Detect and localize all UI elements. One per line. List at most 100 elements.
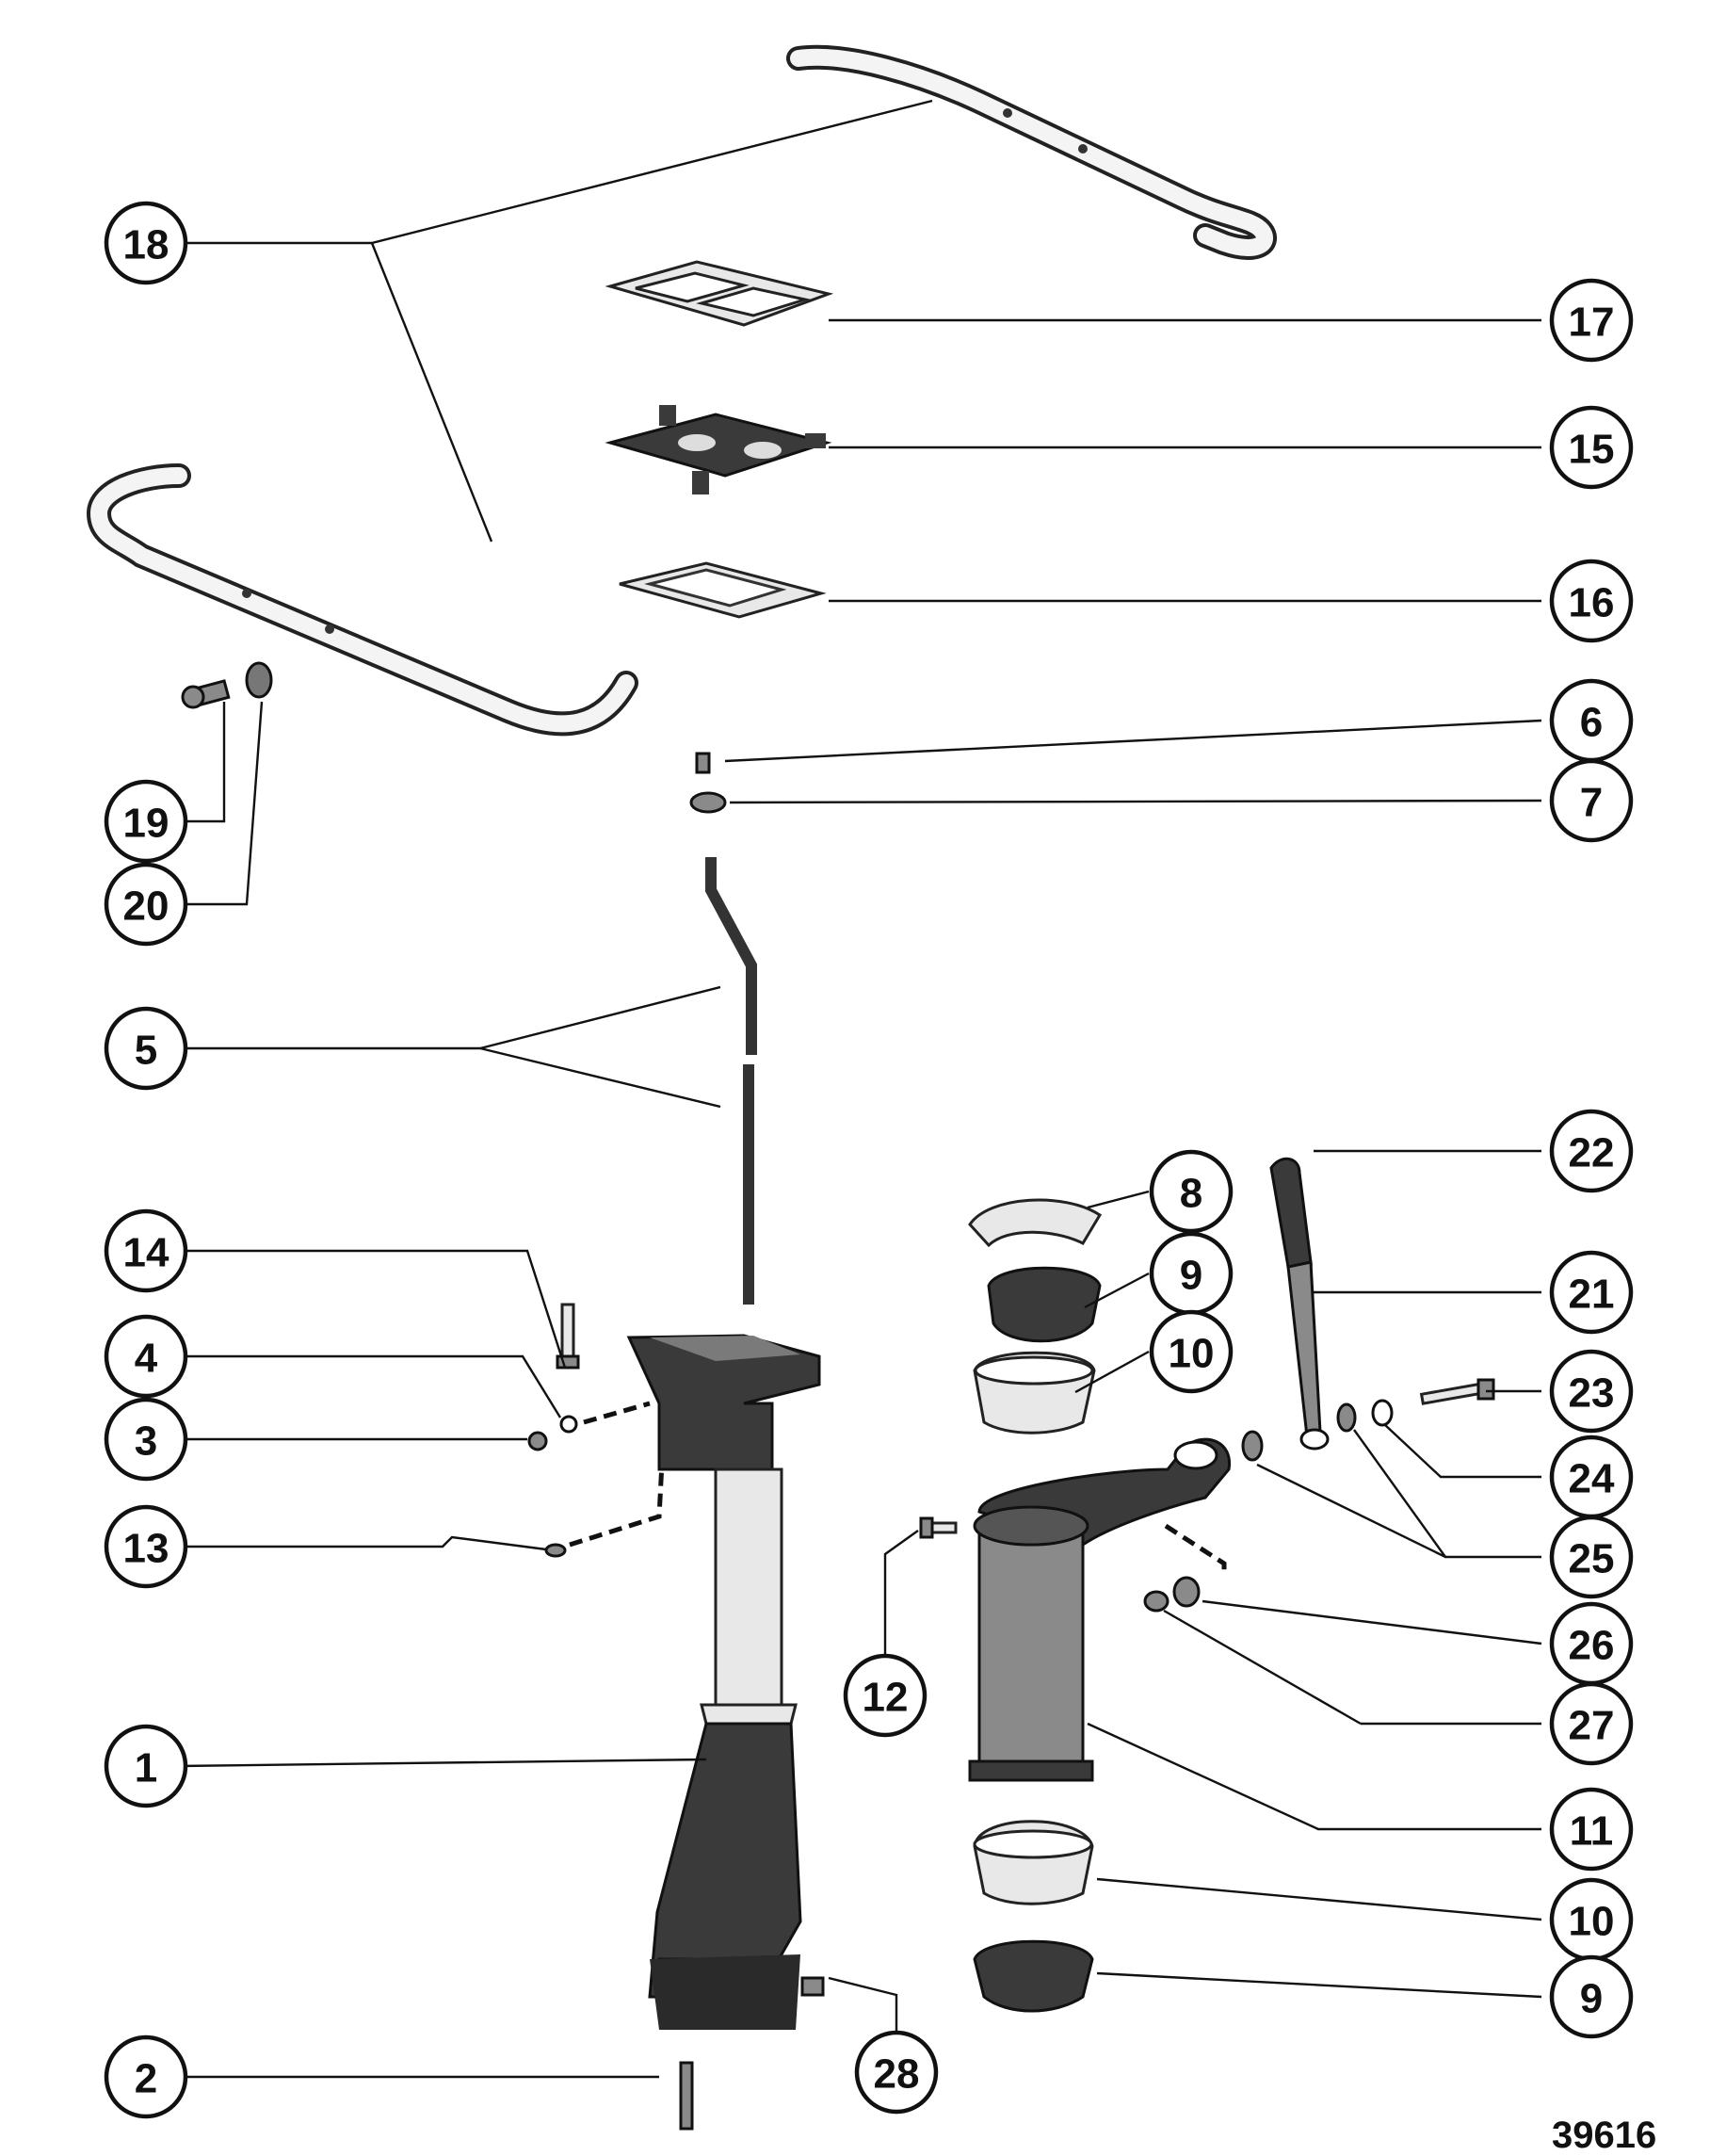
- callout-circle: [1549, 559, 1634, 643]
- callout-number: 4: [135, 1336, 158, 1382]
- callout-c21: 21: [1549, 1250, 1634, 1335]
- callout-c20: 20: [104, 862, 188, 947]
- screw-12: [919, 1516, 958, 1539]
- callout-number: 18: [123, 222, 169, 268]
- swivel-bracket-11: [968, 1437, 1231, 1782]
- callout-c4: 4: [104, 1314, 188, 1399]
- handle-bar-lower: [86, 463, 638, 737]
- pin-13: [544, 1543, 567, 1558]
- callout-circle: [1149, 1149, 1234, 1234]
- screw-19: [181, 679, 231, 709]
- callout-c28: 28: [854, 2030, 939, 2115]
- callout-c5: 5: [104, 1006, 188, 1091]
- callout-number: 7: [1580, 780, 1603, 826]
- callout-number: 10: [1569, 1899, 1615, 1945]
- callout-circle: [1549, 1250, 1634, 1335]
- callout-number: 9: [1580, 1976, 1603, 2022]
- callout-circle: [104, 201, 188, 285]
- callout-number: 3: [135, 1418, 157, 1465]
- callout-number: 11: [1570, 1808, 1614, 1855]
- bushing-9-top: [987, 1266, 1102, 1343]
- callout-c9a: 9: [1149, 1231, 1234, 1316]
- callout-circle: [104, 1504, 188, 1589]
- clamp-8: [968, 1198, 1103, 1248]
- callout-number: 20: [123, 883, 169, 930]
- washer-26: [1172, 1576, 1201, 1608]
- callout-number: 22: [1569, 1130, 1615, 1176]
- callout-circle: [104, 1314, 188, 1399]
- leader-lines: [176, 99, 1542, 2079]
- callout-c25: 25: [1549, 1515, 1634, 1599]
- callout-number: 19: [123, 801, 169, 847]
- callout-number: 28: [874, 2051, 920, 2098]
- callout-number: 2: [135, 2056, 157, 2102]
- nut-3: [527, 1431, 548, 1451]
- callout-c15: 15: [1549, 405, 1634, 490]
- callout-number: 21: [1569, 1272, 1615, 1318]
- callout-number: 6: [1580, 700, 1603, 746]
- callout-circle: [1549, 1681, 1634, 1766]
- callout-circle: [104, 1006, 188, 1091]
- callout-circle: [104, 779, 188, 864]
- callout-c14: 14: [104, 1208, 188, 1293]
- callout-circle: [104, 1208, 188, 1293]
- gasket-17: [605, 260, 834, 327]
- callout-circle: [1549, 1109, 1634, 1193]
- tiller-arm-21: [1286, 1260, 1330, 1451]
- callout-c11: 11: [1549, 1787, 1634, 1872]
- callout-c22: 22: [1549, 1109, 1634, 1193]
- pin-6: [695, 752, 711, 774]
- callout-c8: 8: [1149, 1149, 1234, 1234]
- callout-c2: 2: [104, 2034, 188, 2119]
- callout-number: 12: [863, 1675, 909, 1721]
- plate-15: [605, 405, 832, 494]
- callout-c19: 19: [104, 779, 188, 864]
- callout-circle: [104, 2034, 188, 2119]
- callout-number: 27: [1569, 1703, 1615, 1749]
- callout-number: 10: [1169, 1331, 1215, 1377]
- callout-c3: 3: [104, 1397, 188, 1482]
- callout-c26: 26: [1549, 1601, 1634, 1686]
- handle-bar-upper: [786, 44, 1277, 260]
- callout-number: 15: [1569, 427, 1615, 473]
- figure-number: 39616: [1552, 2115, 1656, 2156]
- callout-number: 16: [1569, 580, 1615, 626]
- callout-number: 5: [135, 1028, 157, 1074]
- callout-circle: [1549, 278, 1634, 363]
- callout-circle: [1549, 1954, 1634, 2039]
- callout-c13: 13: [104, 1504, 188, 1589]
- callout-number: 17: [1569, 300, 1615, 346]
- washer-24: [1371, 1399, 1394, 1427]
- callout-circle: [1549, 1349, 1634, 1434]
- nut-27: [1143, 1590, 1169, 1613]
- callout-c16: 16: [1549, 559, 1634, 643]
- callout-circle: [1149, 1309, 1234, 1394]
- callout-circle: [104, 1397, 188, 1482]
- callout-c24: 24: [1549, 1435, 1634, 1519]
- gasket-16: [619, 561, 827, 619]
- callout-c12: 12: [843, 1653, 928, 1738]
- bolt-14: [556, 1303, 580, 1370]
- bushing-9-bottom: [973, 1939, 1094, 2013]
- callout-circle: [1549, 758, 1634, 843]
- bolt-23: [1419, 1378, 1495, 1405]
- callout-number: 26: [1569, 1623, 1615, 1669]
- callout-labels: 1817151667192052289102123242526271110914…: [104, 201, 1634, 2119]
- callout-c18a: 18: [104, 201, 188, 285]
- callout-c9b: 9: [1549, 1954, 1634, 2039]
- callout-circle: [843, 1653, 928, 1738]
- washer-20: [245, 661, 273, 699]
- callout-c7: 7: [1549, 758, 1634, 843]
- callout-circle: [104, 862, 188, 947]
- shift-rod-upper: [705, 857, 757, 1055]
- callout-circle: [104, 1724, 188, 1808]
- washer-7: [689, 791, 727, 814]
- callout-circle: [1549, 405, 1634, 490]
- washer-4: [559, 1415, 578, 1434]
- callout-number: 9: [1180, 1253, 1202, 1299]
- callout-number: 25: [1569, 1536, 1615, 1582]
- callout-number: 8: [1180, 1171, 1202, 1217]
- callout-c10b: 10: [1549, 1877, 1634, 1962]
- stud-2: [679, 2061, 694, 2131]
